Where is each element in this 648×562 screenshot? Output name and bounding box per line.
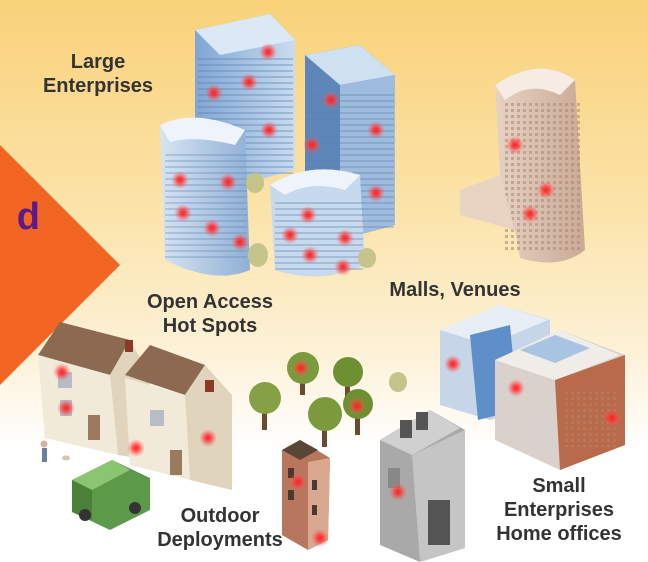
label-line: Outdoor	[180, 505, 260, 527]
label-line: Enterprises	[503, 499, 615, 521]
label-line: Home offices	[496, 523, 622, 545]
building-icon	[282, 440, 330, 550]
label-line: Deployments	[157, 529, 283, 551]
accent-text-fragment: d	[16, 196, 40, 238]
label-open-access: Open Access Hot Spots	[110, 290, 310, 338]
label-malls-venues: Malls, Venues	[389, 279, 521, 301]
tree-icon	[249, 352, 407, 447]
person-icon	[40, 440, 70, 462]
label-outdoor-deployments: Outdoor Deployments	[120, 504, 320, 552]
label-large-enterprises: Large Enterprises	[18, 50, 178, 98]
label-small-enterprises: Small Enterprises Home offices	[470, 474, 648, 546]
building-icon	[380, 410, 465, 562]
building-icon	[460, 68, 585, 263]
label-line: Large	[70, 51, 126, 73]
house-icon	[38, 322, 232, 490]
orange-accent-shape	[0, 145, 120, 385]
label-line: Hot Spots	[162, 315, 258, 337]
label-line: Enterprises	[42, 75, 154, 97]
hotspot-icon	[53, 43, 621, 547]
van-icon	[72, 460, 150, 530]
label-line: Small	[532, 475, 586, 497]
label-line: Open Access	[147, 291, 273, 313]
building-icon	[160, 14, 395, 277]
building-icon	[440, 305, 625, 470]
